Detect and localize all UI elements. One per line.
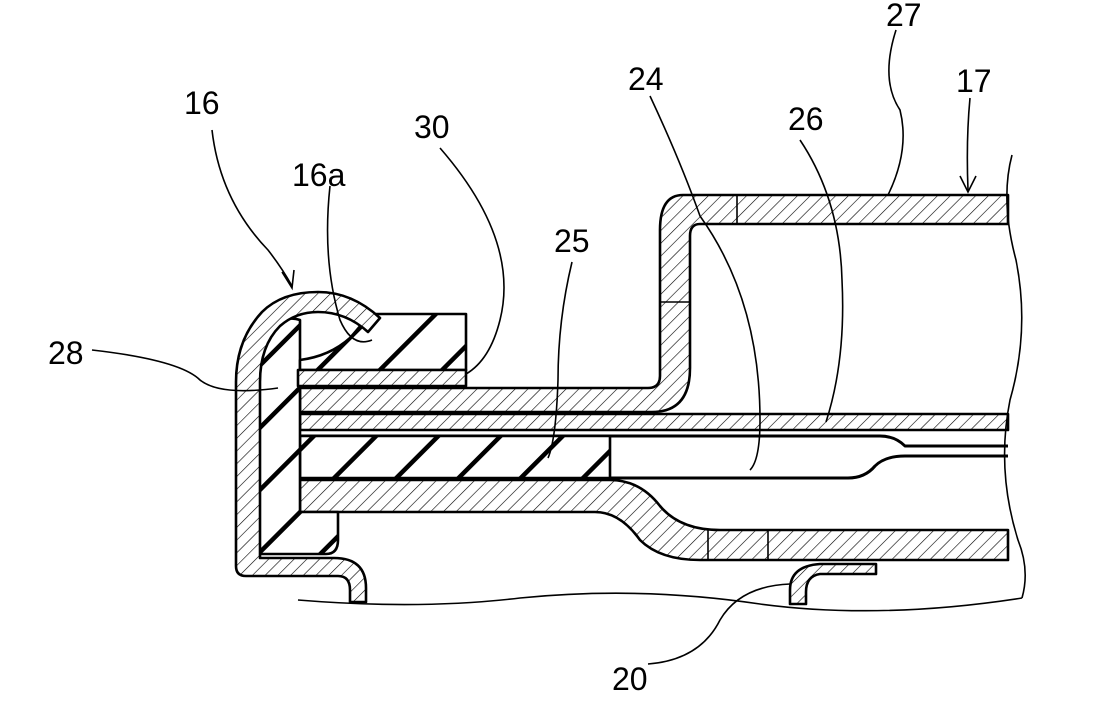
label-17: 17 — [956, 63, 992, 99]
label-28: 28 — [48, 335, 84, 371]
lower-plate — [300, 480, 1008, 560]
label-27: 27 — [886, 0, 922, 33]
seal-block — [300, 314, 466, 370]
gasket-25 — [300, 436, 610, 478]
label-30: 30 — [414, 109, 450, 145]
leader-20 — [648, 584, 790, 664]
label-24: 24 — [628, 61, 664, 97]
plate-30 — [298, 370, 466, 386]
part-20 — [790, 564, 876, 604]
label-26: 26 — [788, 101, 824, 137]
break-line-bottom — [298, 593, 1022, 611]
leader-26 — [800, 140, 843, 422]
layer-24-line-lower — [610, 456, 1008, 478]
leader-27 — [888, 30, 903, 195]
leader-17 — [967, 98, 970, 190]
leader-16 — [212, 130, 292, 286]
label-25: 25 — [554, 223, 590, 259]
layer-26 — [300, 414, 1008, 430]
label-16: 16 — [184, 85, 220, 121]
label-16a: 16a — [292, 157, 346, 193]
label-20: 20 — [612, 661, 648, 697]
